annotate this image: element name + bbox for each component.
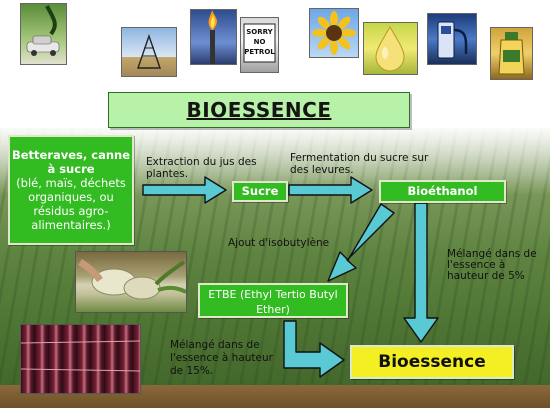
photo-strip: SORRY NO PETROL <box>0 0 550 82</box>
refinery-flame-photo <box>190 9 237 65</box>
source-materials-box: Betteraves, canne à sucre (blé, maïs, dé… <box>8 135 134 245</box>
sugar-cane-photo <box>20 324 141 394</box>
page-title: BIOESSENCE <box>186 98 332 122</box>
title-box: BIOESSENCE <box>108 92 410 128</box>
sunflower-photo <box>309 8 359 58</box>
label-fermentation: Fermentation du sucre sur des levures. <box>290 152 429 176</box>
svg-text:SORRY: SORRY <box>246 28 273 36</box>
arrow-to-sucre <box>142 176 227 204</box>
label-melange-15: Mélangé dans de l'essence à hauteur de 1… <box>170 339 273 377</box>
oil-derrick-photo <box>121 27 177 77</box>
bioessence-box: Bioessence <box>350 345 514 379</box>
fuel-pump-photo <box>427 13 477 65</box>
svg-text:PETROL: PETROL <box>244 48 275 56</box>
svg-text:NO: NO <box>254 38 266 46</box>
label-extraction: Extraction du jus des plantes. <box>146 156 257 180</box>
arrow-to-bioessence-left <box>283 320 345 378</box>
label-ajout-isobutylene: Ajout d'isobutylène <box>228 237 330 249</box>
source-detail-label: (blé, maïs, déchets organiques, ou résid… <box>16 176 126 232</box>
label-melange-5: Mélangé dans de l'essence à hauteur de 5… <box>447 248 537 282</box>
source-main-label: Betteraves, canne à sucre <box>11 148 131 176</box>
sugar-beet-photo <box>75 251 187 313</box>
no-petrol-sign-photo: SORRY NO PETROL <box>240 17 279 73</box>
sucre-box: Sucre <box>232 181 288 202</box>
arrow-to-etbe <box>327 203 395 282</box>
car-fuel-photo <box>20 3 67 65</box>
arrow-to-bioessence-right <box>403 202 439 343</box>
arrow-to-bioethanol <box>288 176 373 204</box>
fuel-bottle-photo <box>490 27 533 80</box>
bioethanol-box: Bioéthanol <box>379 180 506 203</box>
rapeseed-oil-drop-photo <box>363 22 418 75</box>
etbe-box: ETBE (Ethyl Tertio Butyl Ether) <box>198 283 348 318</box>
